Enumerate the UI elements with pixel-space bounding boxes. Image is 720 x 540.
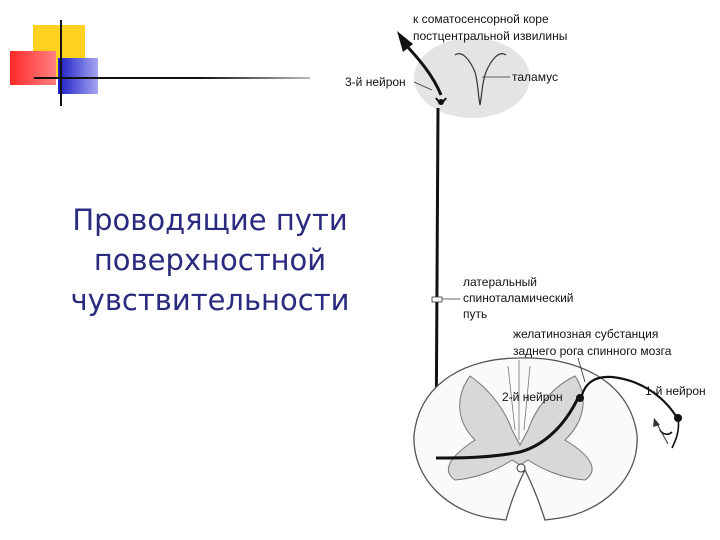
gel-pointer: [577, 357, 586, 383]
label-gel-1: желатинозная субстанция: [513, 327, 658, 341]
neuron1-peripheral: [659, 417, 680, 449]
gray-matter: [447, 375, 593, 481]
neuron3-arrowhead: [397, 31, 413, 52]
neuron3-pointer: [413, 81, 433, 91]
neuron2-axon: [435, 397, 580, 460]
neuron2-body: [576, 394, 584, 402]
dorsal-column-lines: [507, 360, 531, 440]
deco-blue-square: [58, 58, 98, 94]
label-gel-2: заднего рога спинного мозга: [513, 344, 672, 358]
label-cortex-2: постцентральной извилины: [413, 29, 567, 43]
input-arrow-line: [655, 421, 669, 445]
neuron3-body: [438, 99, 444, 105]
deco-red-square: [10, 51, 56, 85]
deco-vertical-line: [60, 20, 62, 106]
slide-title: Проводящие пути поверхностной чувствител…: [60, 200, 360, 320]
label-neuron1: 1-й нейрон: [645, 384, 706, 398]
thalamus-shape: [454, 53, 507, 106]
label-neuron2: 2-й нейрон: [502, 390, 563, 404]
neuron1-axon: [580, 375, 677, 417]
label-tract-1: латеральный: [463, 275, 537, 289]
title-line-2: поверхностной: [93, 243, 327, 277]
label-tract-2: спиноталамический: [463, 291, 573, 305]
label-neuron3: 3-й нейрон: [345, 75, 406, 89]
tract-marker: [431, 296, 443, 303]
label-cortex-1: к соматосенсорной коре: [413, 12, 549, 26]
deco-horizontal-line: [34, 77, 310, 79]
label-tract-3: путь: [463, 307, 487, 321]
input-arrowhead: [653, 418, 660, 427]
thalamus-shade: [414, 38, 530, 118]
central-canal: [516, 463, 526, 473]
label-thalamus: таламус: [512, 70, 558, 84]
title-line-1: Проводящие пути: [72, 203, 348, 237]
title-line-3: чувствительности: [70, 283, 350, 317]
